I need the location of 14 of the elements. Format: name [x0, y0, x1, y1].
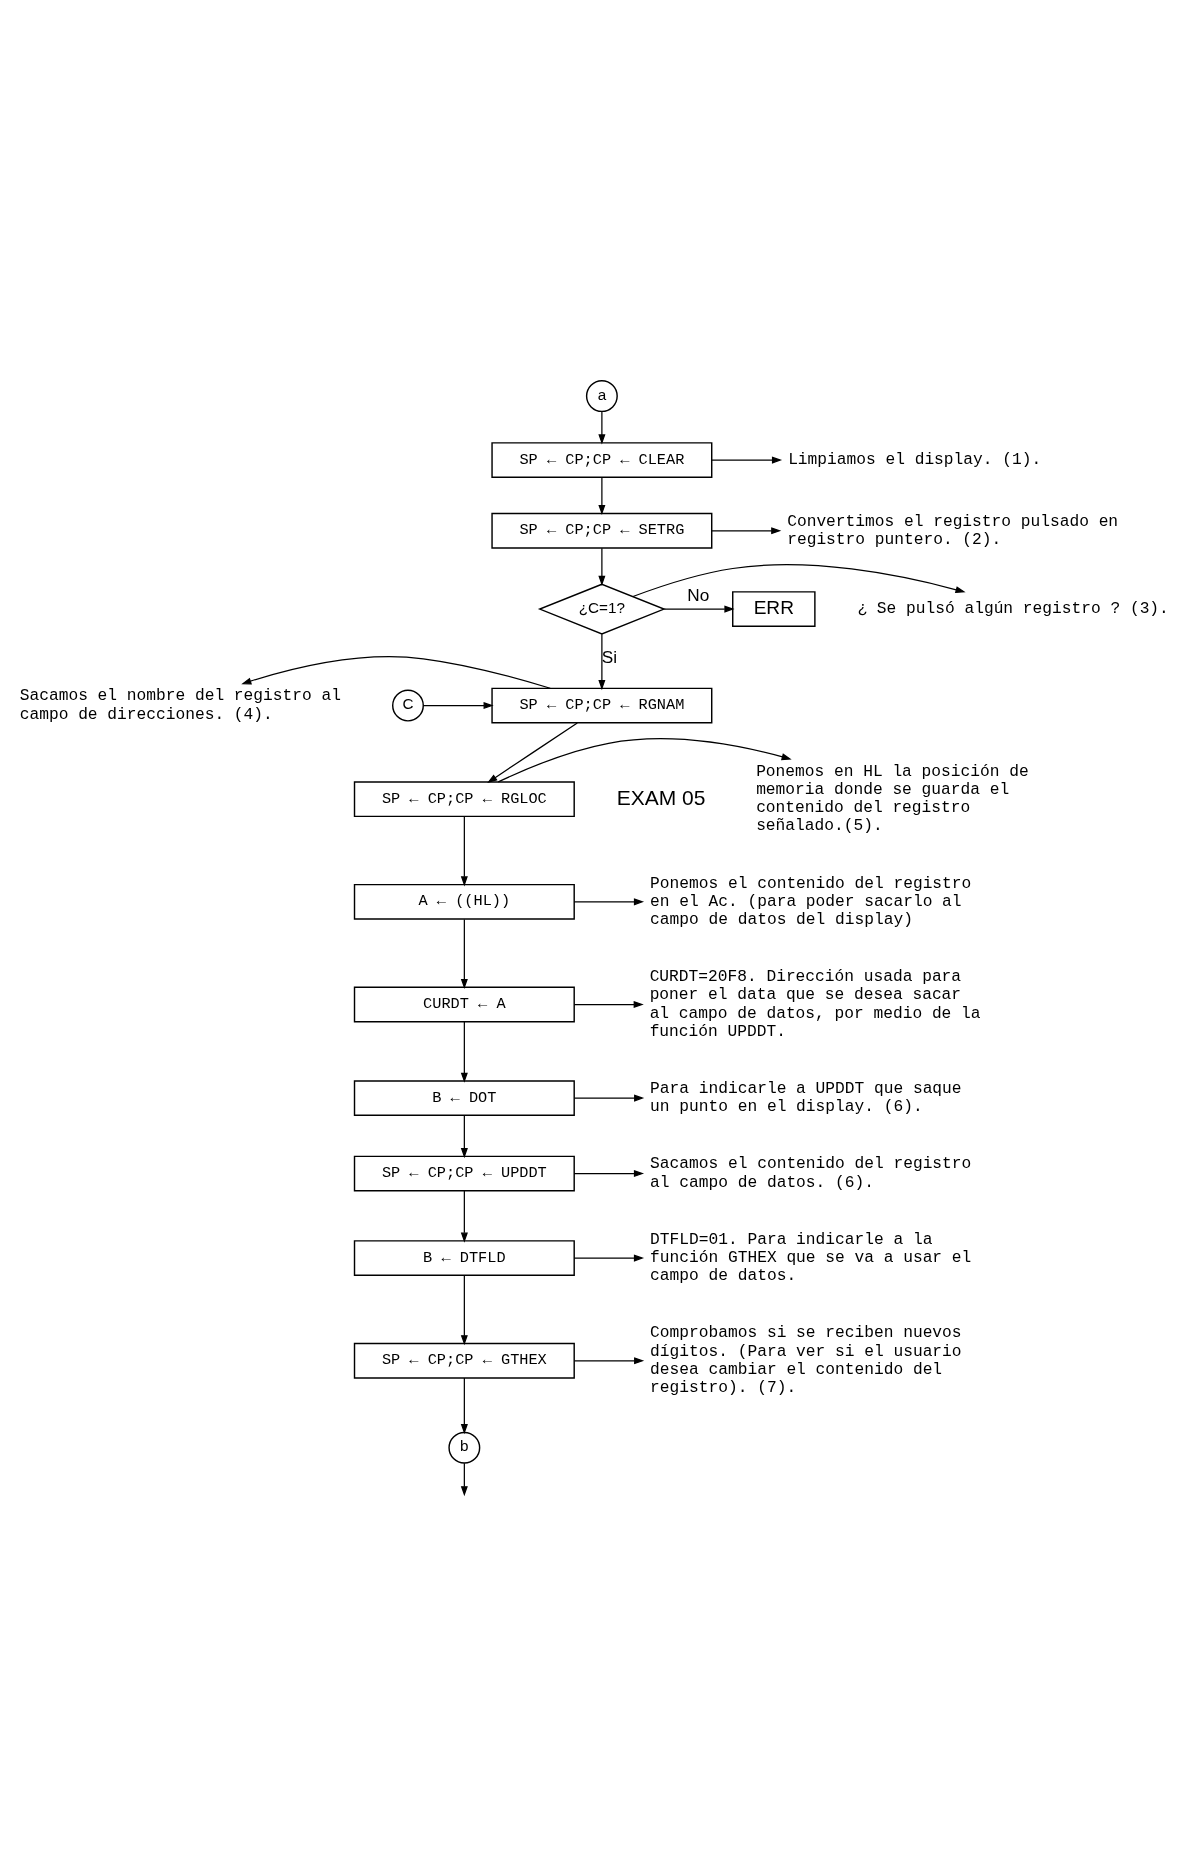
edge-label: Si [601, 646, 618, 667]
node-text: Ponemos el contenido del registro en el Ac. (para poder sacarlo al campo de datos del display) [650, 873, 972, 929]
node-text: DTFLD=01. Para indicarle a la función GTHEX que se va a usar el campo de datos. [650, 1229, 972, 1285]
node-text: ¿ Se pulsó algún registro ? (3). [857, 598, 1169, 618]
node-text: Para indicarle a UPDDT que saque un punto en el display. (6). [650, 1078, 962, 1116]
node-text: Comprobamos si se reciben nuevos dígitos. (Para ver si el usuario desea cambiar el contenido del registro). (7). [650, 1322, 962, 1397]
node-text: Convertimos el registro pulsado en registro puntero. (2). [787, 511, 1119, 549]
node-text: Sacamos el contenido del registro al campo de datos. (6). [650, 1153, 972, 1192]
node-text: Limpiamos el display. (1). [788, 449, 1042, 469]
label: EXAM 05 [616, 785, 706, 809]
node-text: Sacamos el nombre del registro al campo de direcciones. (4). [19, 685, 341, 724]
edge-label: No [687, 584, 710, 605]
node-text: Ponemos en HL la posición de memoria donde se guarda el contenido del registro señalado.(5). [756, 761, 1029, 835]
node-text: CURDT=20F8. Dirección usada para poner el data que se desea sacar al campo de datos, por medio de la función UPDDT. [649, 966, 981, 1041]
